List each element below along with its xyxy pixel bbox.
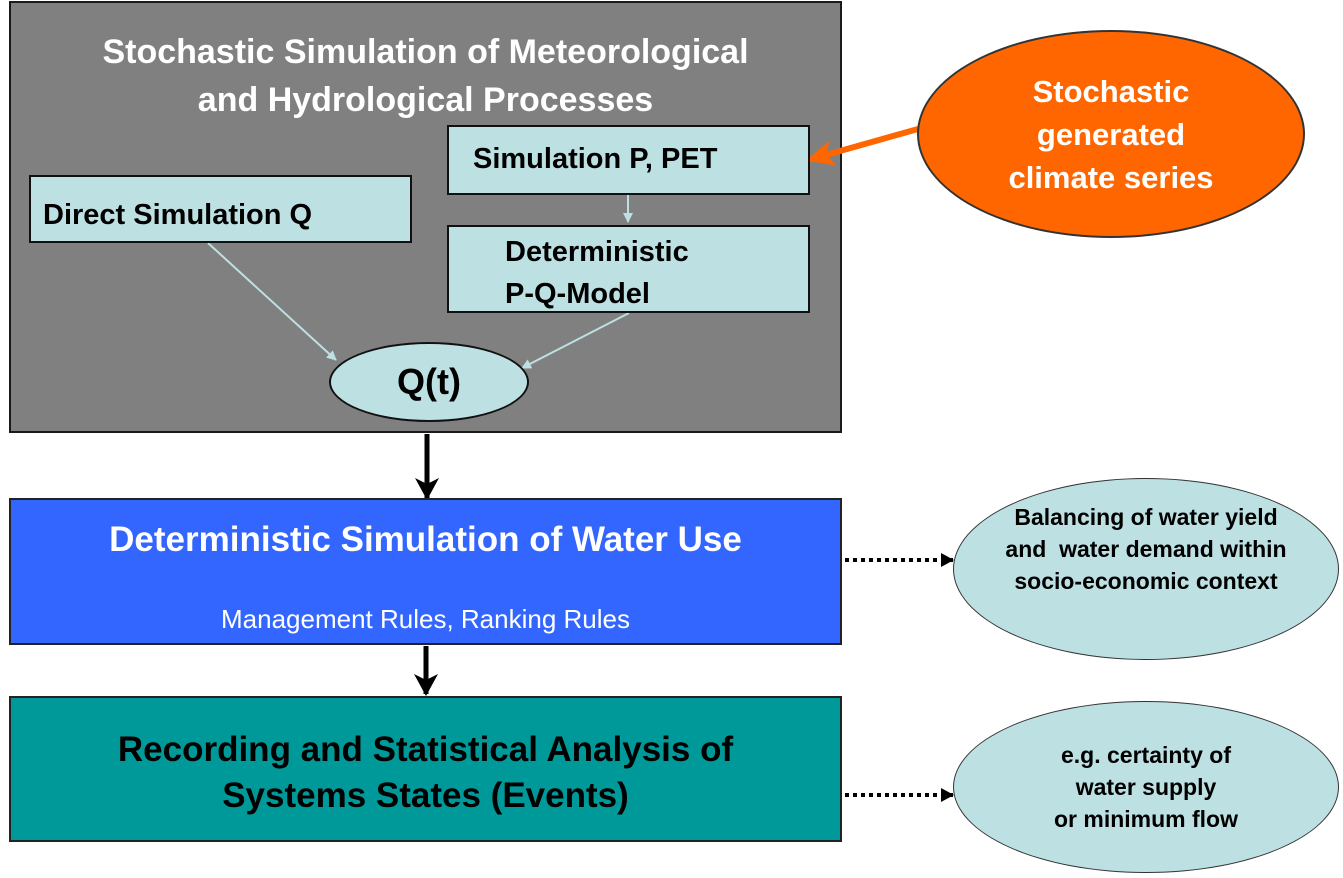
example-line-1: e.g. certainty of xyxy=(1061,742,1231,768)
arrow-det-to-q xyxy=(521,312,630,369)
simulation-p-pet-label: Simulation P, PET xyxy=(473,143,718,175)
stochastic-simulation-title: Stochastic Simulation of Meteorological … xyxy=(9,28,842,124)
balancing-line-3: socio-economic context xyxy=(1014,568,1278,594)
recording-line-1: Recording and Statistical Analysis of xyxy=(117,730,734,769)
water-use-title: Deterministic Simulation of Water Use xyxy=(109,520,742,559)
climate-line-2: generated xyxy=(1036,116,1186,152)
balancing-line-1: Balancing of water yield xyxy=(1014,504,1278,530)
example-outcome-node: e.g. certainty of water supply or minimu… xyxy=(953,701,1339,873)
water-use-subtitle: Management Rules, Ranking Rules xyxy=(221,604,630,634)
deterministic-label-line-2: P-Q-Model xyxy=(505,278,650,310)
q-t-node: Q(t) xyxy=(329,342,529,422)
water-use-panel xyxy=(9,498,842,645)
example-line-2: water supply xyxy=(1075,774,1217,800)
title-line-2: and Hydrological Processes xyxy=(197,81,654,119)
direct-simulation-box: Direct Simulation Q xyxy=(29,175,412,243)
climate-line-3: climate series xyxy=(1008,159,1214,195)
deterministic-pq-model-box: Deterministic P-Q-Model xyxy=(447,225,810,313)
direct-simulation-label: Direct Simulation Q xyxy=(43,199,313,231)
balancing-line-2: and water demand within xyxy=(1005,536,1287,562)
climate-line-1: Stochastic xyxy=(1032,73,1190,109)
recording-analysis-panel xyxy=(9,696,842,842)
recording-analysis-title: Recording and Statistical Analysis of Sy… xyxy=(9,727,842,819)
simulation-p-pet-box: Simulation P, PET xyxy=(447,125,810,195)
example-line-3: or minimum flow xyxy=(1054,806,1238,832)
deterministic-label-line-1: Deterministic xyxy=(505,236,689,268)
arrow-direct-to-q xyxy=(207,242,337,361)
arrow-climate-to-simp xyxy=(806,126,919,166)
title-line-1: Stochastic Simulation of Meteorological xyxy=(102,33,749,71)
climate-series-node: Stochastic generated climate series xyxy=(917,30,1305,238)
q-t-label: Q(t) xyxy=(397,361,461,402)
balancing-node: Balancing of water yield and water deman… xyxy=(953,478,1339,660)
recording-line-2: Systems States (Events) xyxy=(222,776,629,815)
